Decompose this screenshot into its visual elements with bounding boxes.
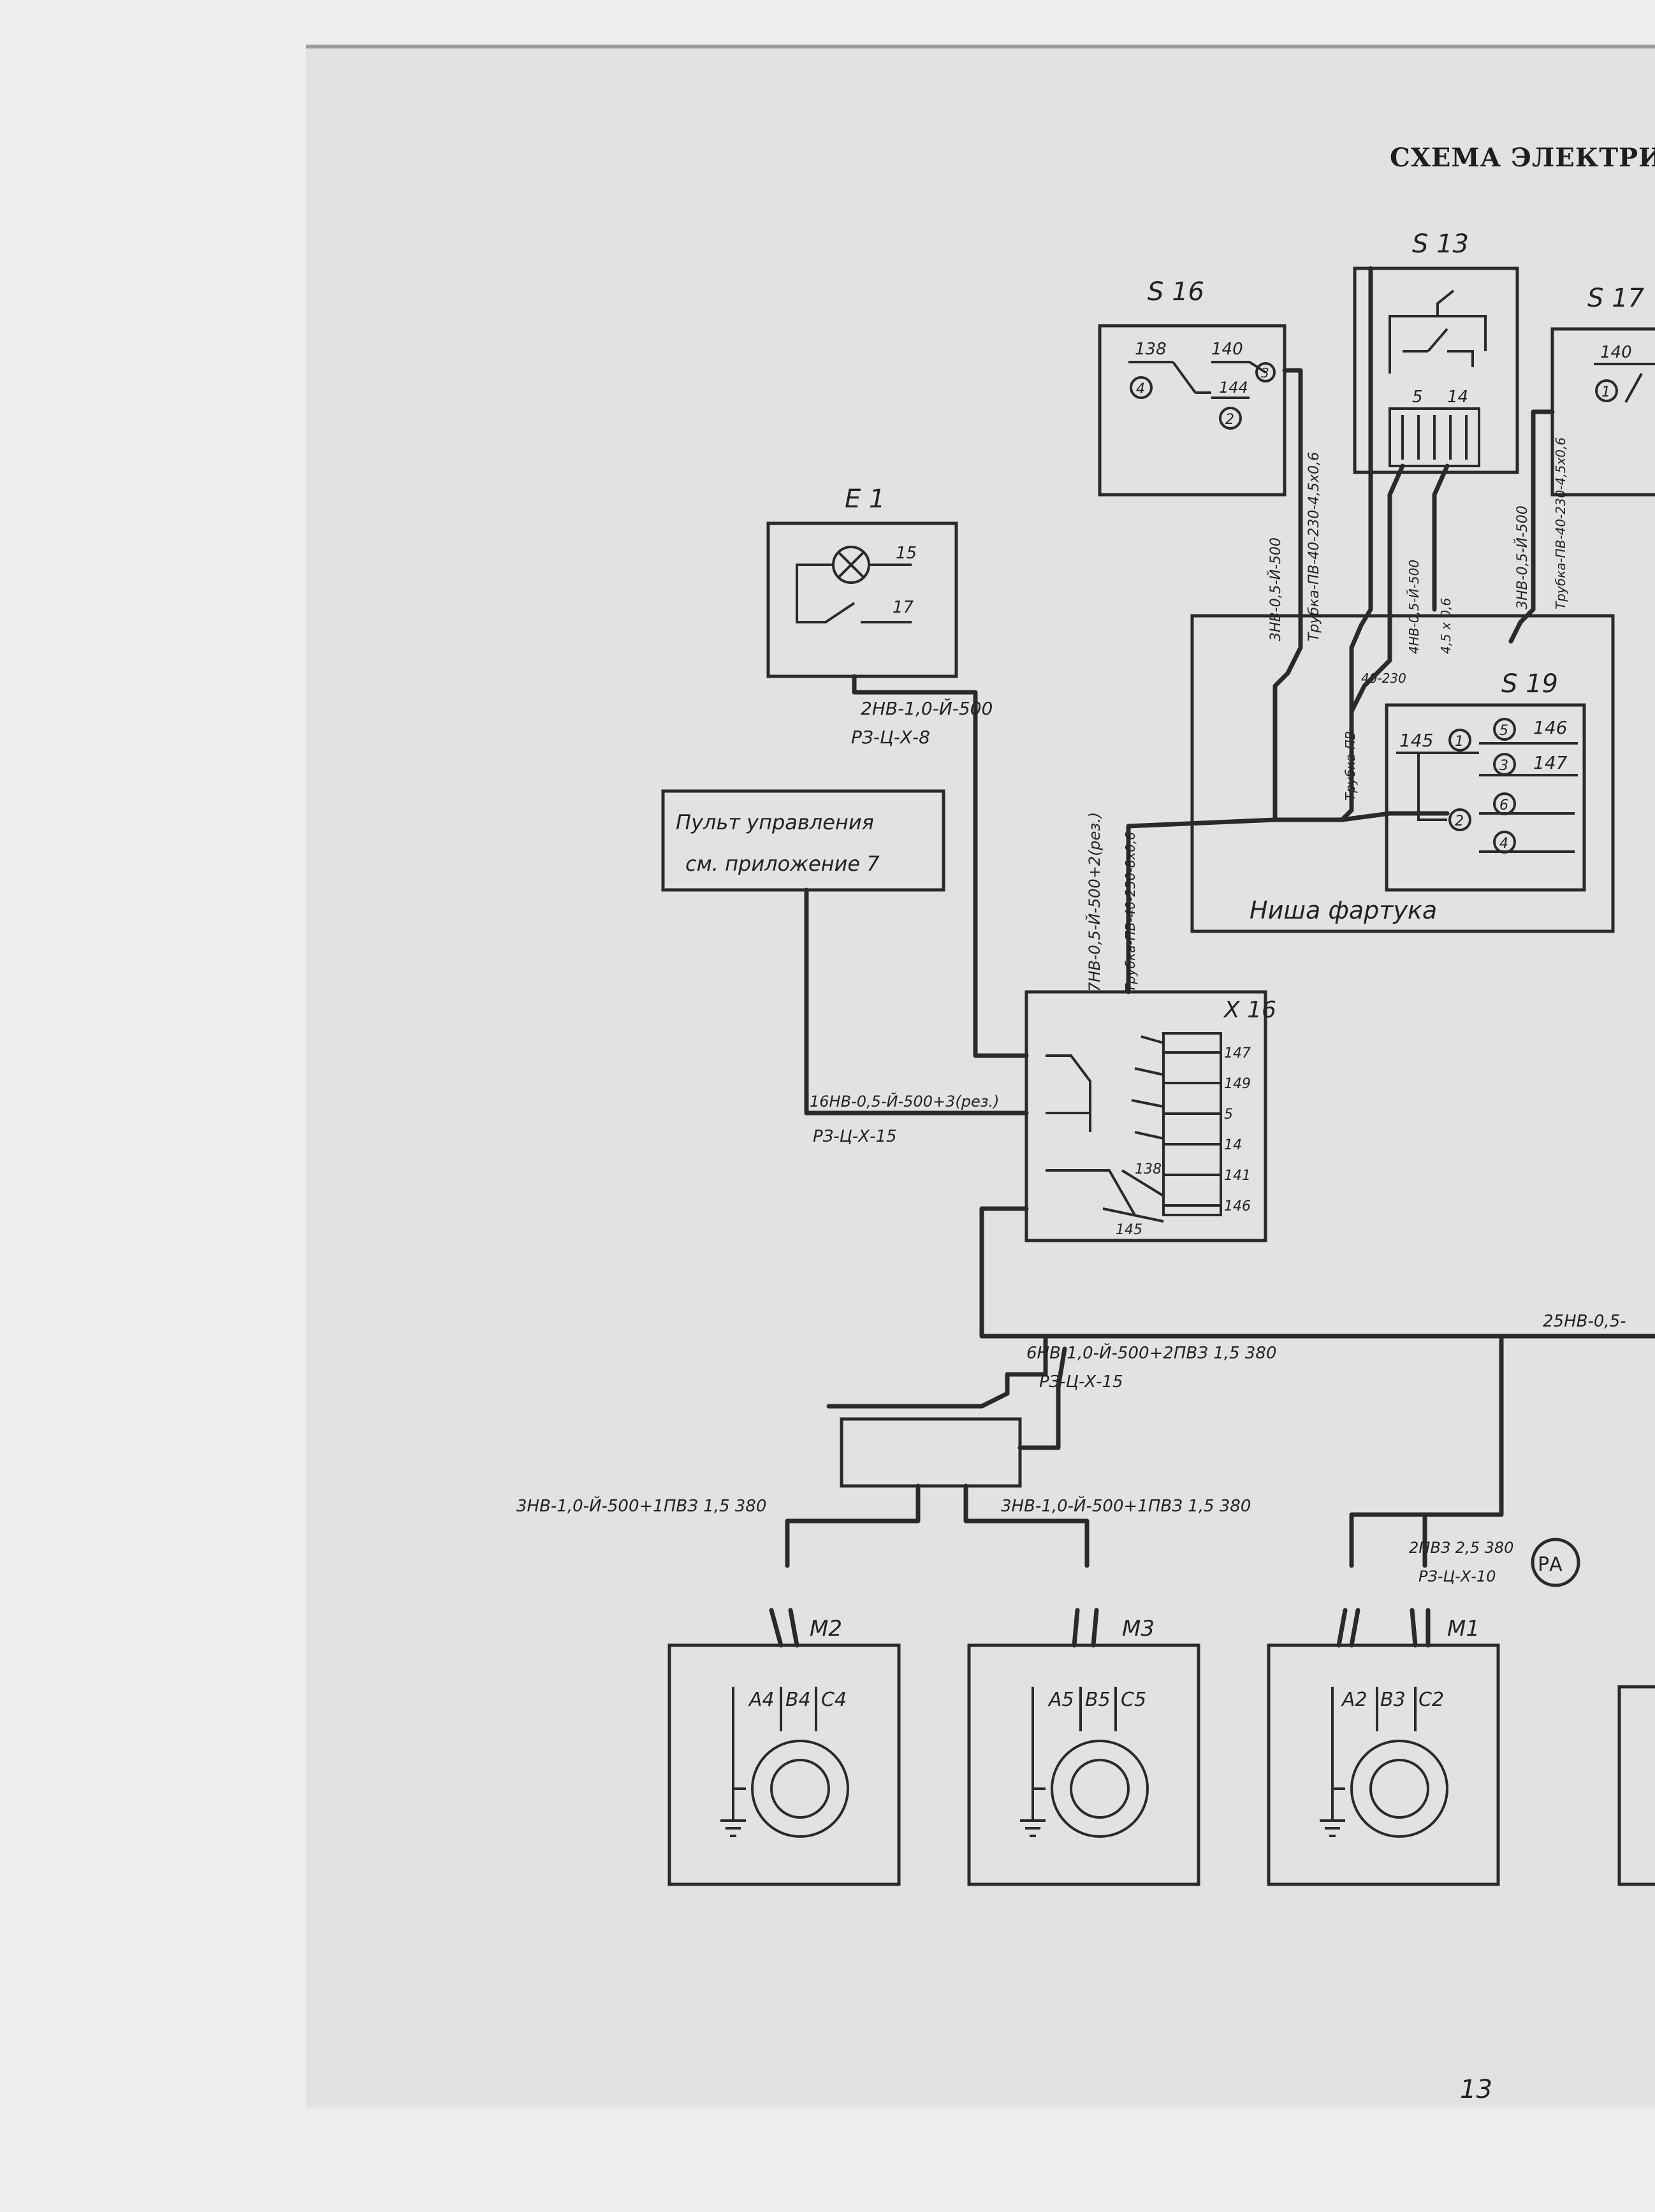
m2-cable-label: 3НВ-1,0-Й-500+1ПВЗ 1,5 380 [516, 1495, 766, 1516]
m2-phase-a: А4 [748, 1689, 775, 1711]
m1-cable-label-2: РЗ-Ц-Х-10 [1418, 1568, 1496, 1585]
s17-name: S 17 [1587, 284, 1645, 313]
m3-phase-c: С5 [1121, 1689, 1146, 1711]
m3-motor-icon [1051, 1740, 1149, 1838]
s16-name: S 16 [1148, 277, 1204, 307]
s17-num-1: 1 [1601, 384, 1610, 400]
s19-num-1: 1 [1455, 734, 1464, 750]
s17-cable-label-1: 3НВ-0,5-Й-500 [1514, 506, 1531, 609]
s13-terminal-1: 5 [1412, 388, 1423, 407]
switch-s13: S 13 5 14 [1353, 229, 1519, 474]
m1-phase-b: В3 [1380, 1689, 1406, 1711]
m1-phase-a: А2 [1341, 1689, 1367, 1711]
s16-terminal-2: 140 [1211, 340, 1243, 359]
s19-num-6: 4 [1499, 836, 1508, 852]
x16-up-cable-label-1: 7НВ-0,5-Й-500+2(рез.) [1085, 812, 1104, 992]
m3-phase-b: В5 [1085, 1689, 1111, 1711]
diagram-title: СХЕМА ЭЛЕКТРИЧ [1390, 143, 1655, 173]
apron-niche: Ниша фартука [1190, 614, 1615, 933]
s16-terminal-3: 144 [1219, 379, 1248, 397]
ammeter-pa: РА [1531, 1538, 1580, 1587]
m1-phase-c: С2 [1418, 1689, 1444, 1711]
switch-s16: S 16 138 140 144 4 2 3 [1098, 277, 1287, 497]
x16-terminal-bottom: 145 [1116, 1222, 1142, 1238]
s13-name: S 13 [1412, 229, 1469, 259]
e1-name: E 1 [845, 484, 885, 514]
panel-cable-label-1: 16НВ-0,5-Й-500+3(рез.) [810, 1092, 999, 1110]
m2-name: М2 [810, 1616, 842, 1641]
x16-up-cable-label-2: Трубка-ПВ-40-230-8х0,6 [1123, 832, 1138, 992]
e1-terminal-2: 17 [893, 598, 914, 617]
terminal-block-x16: X 16 147 149 5 14 141 146 138 145 [1024, 990, 1276, 1242]
e1-cable-label-1: 2НВ-1,0-Й-500 [861, 697, 993, 719]
s16-num-2: 2 [1225, 412, 1234, 428]
s19-num-5: 6 [1499, 797, 1508, 813]
s19-name: S 19 [1501, 669, 1558, 699]
e1-cable-label-2: РЗ-Ц-Х-8 [851, 727, 930, 748]
cut-off-component [1617, 1685, 1655, 1886]
x16-terminal-label: 14 [1224, 1137, 1242, 1153]
x16-terminal-label: 147 [1224, 1045, 1251, 1061]
page-number: 13 [1460, 2075, 1492, 2104]
lamp-e1: E 1 15 17 [766, 484, 958, 678]
niche-label: Ниша фартука [1250, 896, 1437, 924]
ammeter-icon [1531, 1538, 1580, 1587]
x16-terminal-label: 146 [1224, 1198, 1251, 1214]
motor-m3: М3 А5 В5 С5 [967, 1608, 1200, 1886]
switch-s17: S 17 140 1 [1550, 284, 1655, 497]
junction-box [840, 1417, 1022, 1488]
s19-terminal-2: 146 [1533, 717, 1567, 738]
m3-phase-a: А5 [1047, 1689, 1074, 1711]
m1-motor-icon [1350, 1740, 1448, 1838]
control-panel-line-2: см. приложение 7 [685, 852, 880, 876]
m1-cable-label-1: 2ПВЗ 2,5 380 [1409, 1539, 1513, 1557]
motor-m1: М1 А2 В3 С2 [1267, 1608, 1500, 1886]
s16-cable-label-2: Трубка-ПВ-40-230-4,5х0,6 [1306, 452, 1322, 641]
s13-cable-label-1: 4НВ-0,5-Й-500 [1406, 560, 1422, 654]
s19-terminal-3: 147 [1533, 752, 1568, 773]
m2-phase-c: С4 [821, 1689, 847, 1711]
main-cable-label-1: 6НВ-1,0-Й-500+2ПВЗ 1,5 380 [1026, 1342, 1276, 1363]
m3-cable-label: 3НВ-1,0-Й-500+1ПВЗ 1,5 380 [1001, 1495, 1251, 1516]
s19-num-3: 3 [1499, 758, 1508, 774]
main-cable-label-2: РЗ-Ц-Х-15 [1039, 1372, 1123, 1392]
x16-name: X 16 [1223, 997, 1276, 1023]
panel-cable-label-2: РЗ-Ц-Х-15 [813, 1127, 897, 1146]
x16-terminal-left: 138 [1135, 1161, 1162, 1177]
s16-num-1: 4 [1136, 381, 1145, 397]
drawing-sheet: СХЕМА ЭЛЕКТРИЧ S 16 138 140 144 4 2 3 S … [306, 45, 1655, 2107]
ammeter-label: РА [1538, 1553, 1563, 1576]
s17-terminal-1: 140 [1600, 343, 1632, 362]
motor-m2: М2 А4 В4 С4 [667, 1608, 901, 1886]
control-panel-line-1: Пульт управления [676, 810, 874, 834]
right-bus-cable-label: 25НВ-0,5- [1543, 1312, 1626, 1331]
x16-terminal-label: 141 [1224, 1168, 1251, 1184]
control-panel-box: Пульт управления см. приложение 7 [661, 789, 945, 892]
m3-name: М3 [1122, 1616, 1155, 1641]
s16-terminal-1: 138 [1135, 340, 1167, 359]
x16-terminal-label: 5 [1224, 1107, 1233, 1123]
s19-num-2: 5 [1499, 723, 1508, 739]
s19-num-4: 2 [1455, 813, 1464, 829]
m1-name: М1 [1447, 1616, 1480, 1641]
s13-cable-label-2: 4,5 х 0,6 [1438, 598, 1454, 654]
s16-num-3: 3 [1261, 365, 1269, 381]
wiring-diagram: СХЕМА ЭЛЕКТРИЧ S 16 138 140 144 4 2 3 S … [516, 143, 1655, 2104]
m2-phase-b: В4 [785, 1689, 811, 1711]
e1-terminal-1: 15 [896, 544, 917, 563]
m2-motor-icon [751, 1740, 849, 1838]
switch-s19: S 19 145 1 5 146 3 147 2 6 4 [1385, 669, 1586, 892]
x16-terminal-label: 149 [1224, 1076, 1251, 1092]
s13-terminal-2: 14 [1447, 388, 1468, 407]
s19-terminal-1: 145 [1399, 730, 1433, 751]
s17-cable-label-2: Трубка-ПВ-40-230-4,5х0,6 [1553, 437, 1568, 609]
s16-cable-label-1: 3НВ-0,5-Й-500 [1267, 537, 1284, 641]
